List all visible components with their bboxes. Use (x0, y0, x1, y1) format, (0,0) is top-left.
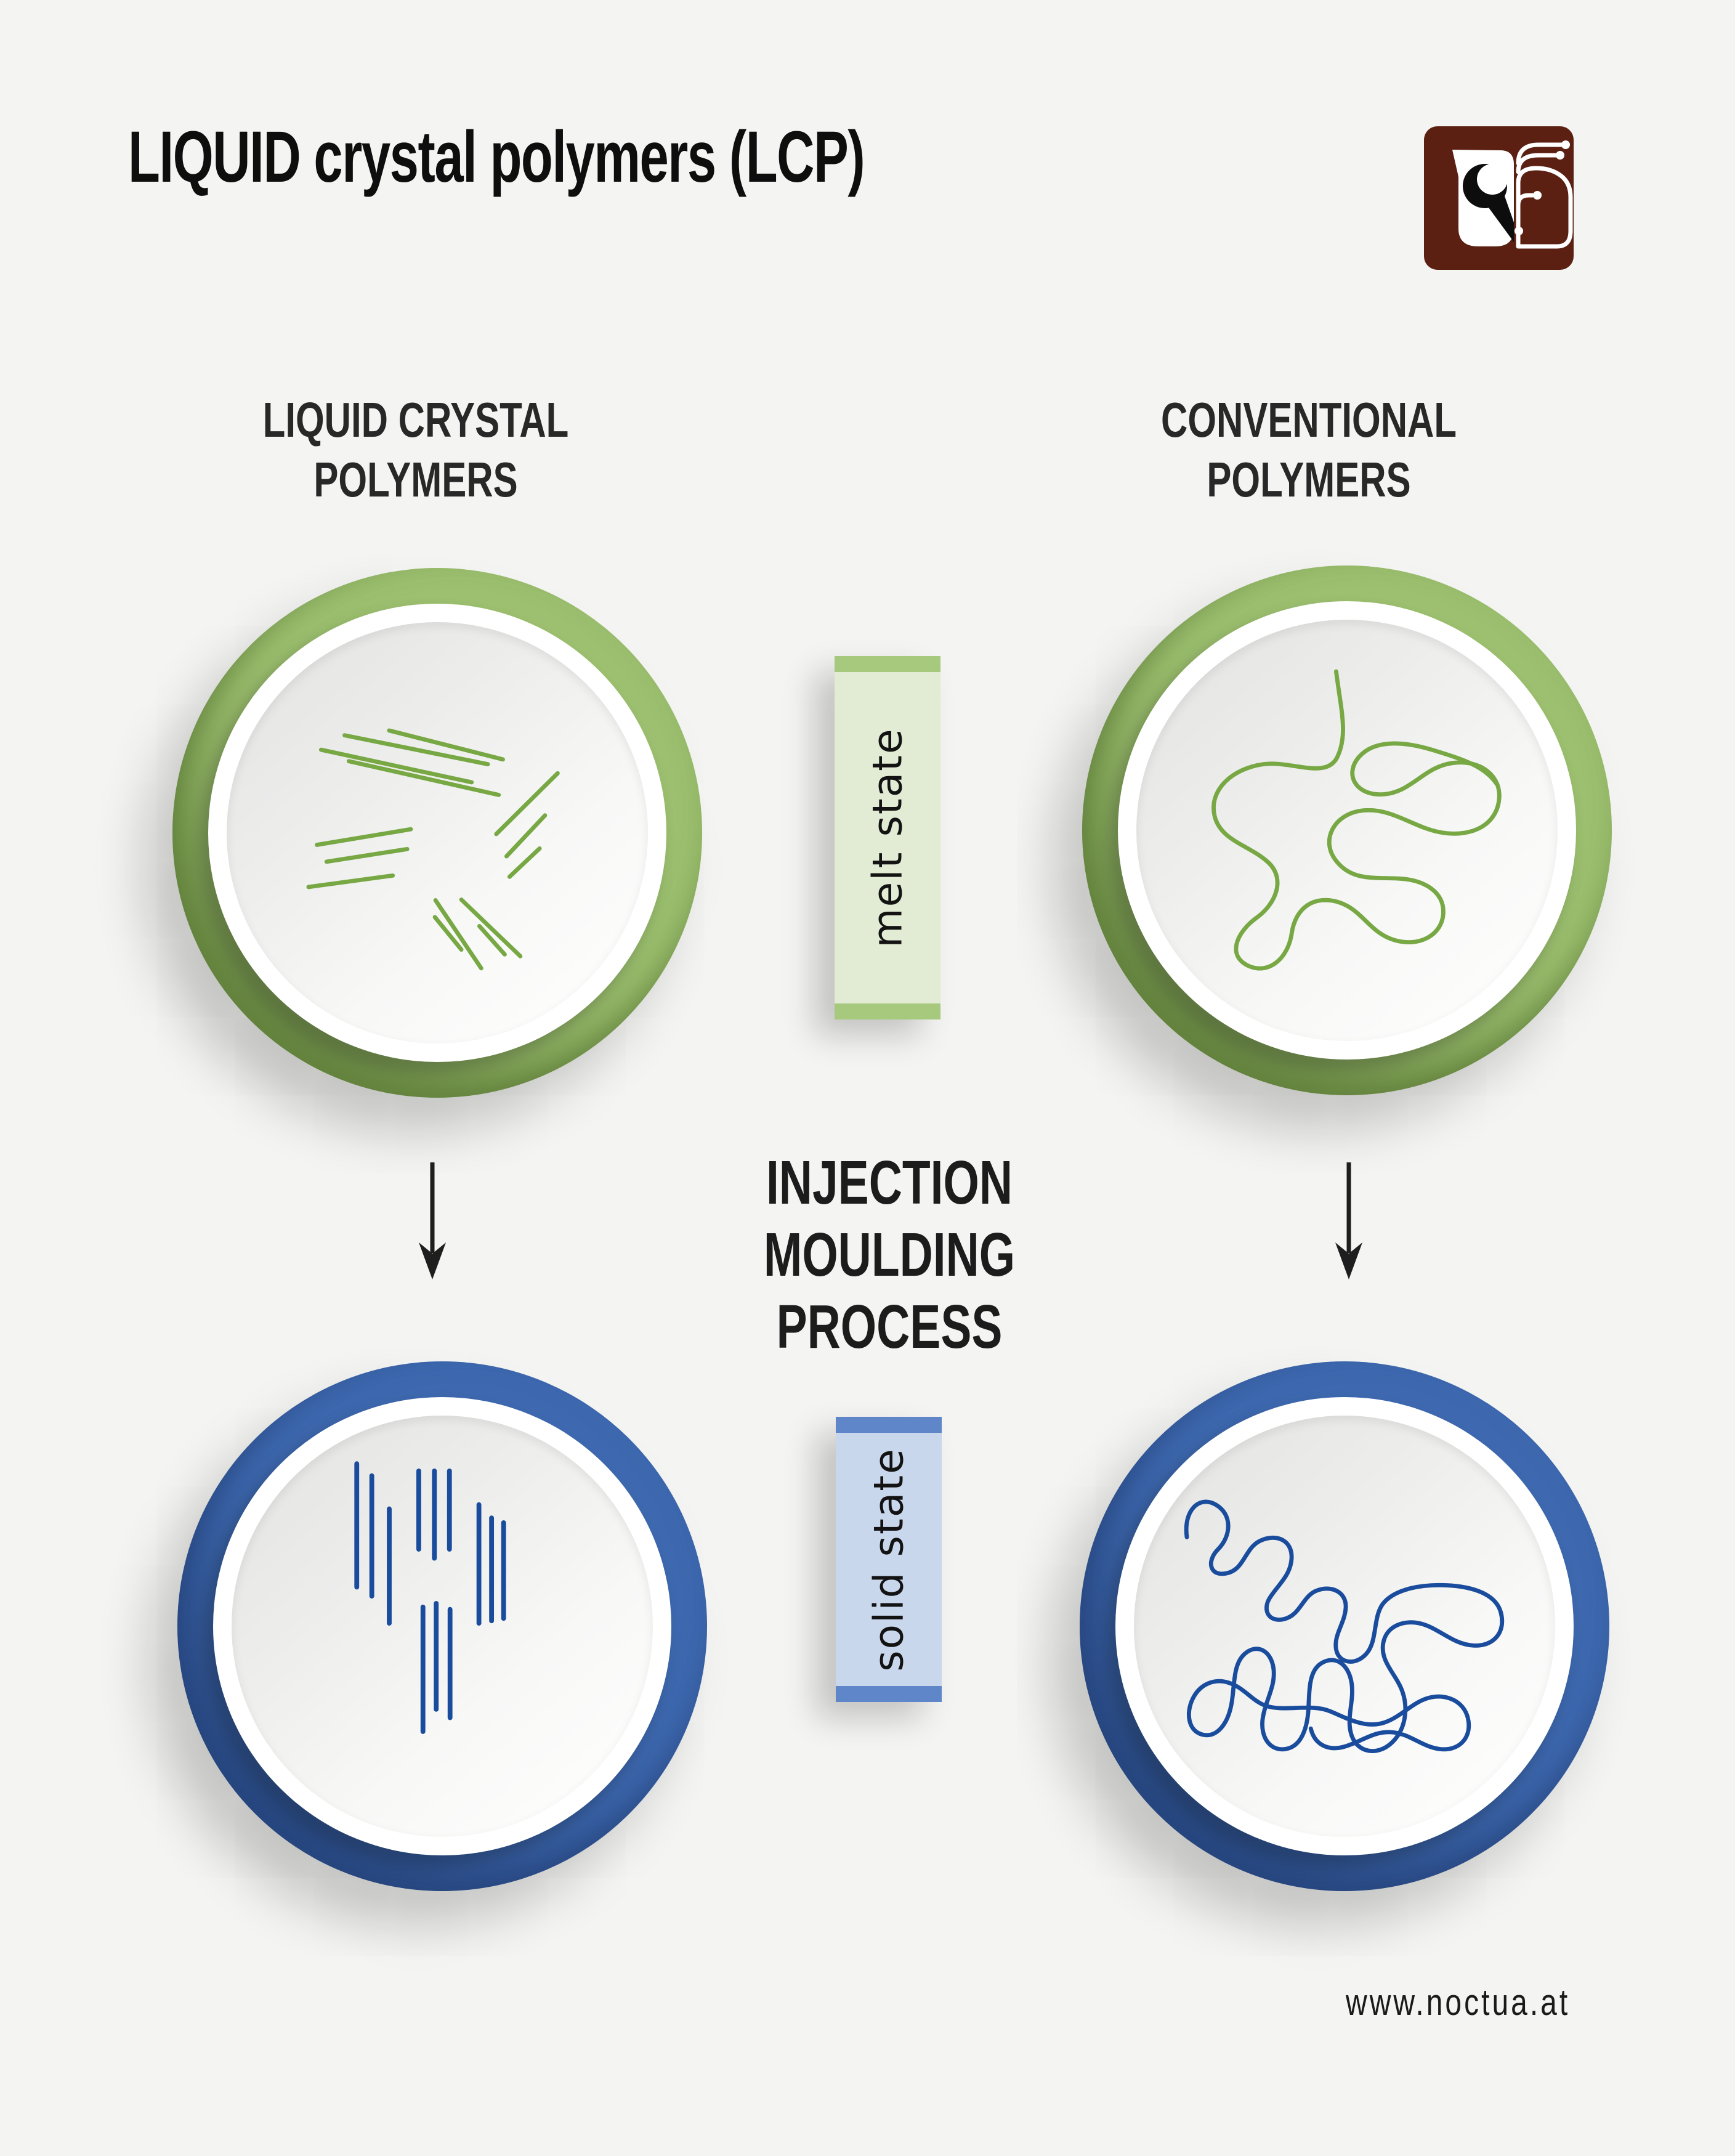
melt-state-label: melt state (835, 656, 940, 1019)
melt-cap-top (835, 656, 940, 672)
circle-plate (1118, 601, 1576, 1060)
heading-left-line1: LIQUID CRYSTAL (262, 392, 569, 447)
melt-cap-bottom (835, 1003, 940, 1019)
book-circuit-lines (1516, 142, 1573, 249)
circuit-dots (1515, 140, 1570, 235)
owl-eye-inner (1477, 164, 1508, 195)
heading-liquid-crystal-polymers: LIQUID CRYSTAL POLYMERS (231, 391, 601, 510)
circle-lcp-melt (172, 568, 702, 1098)
heading-right-line1: CONVENTIONAL (1161, 392, 1457, 447)
process-line2: PROCESS (776, 1292, 1003, 1361)
noctua-logo (1424, 126, 1574, 270)
heading-left-line2: POLYMERS (313, 452, 518, 507)
heading-conventional-polymers: CONVENTIONAL POLYMERS (1124, 391, 1494, 510)
random-coil-molecule-icon (1211, 669, 1502, 971)
footer-link[interactable]: www.noctua.at (1345, 1982, 1570, 2023)
arrow-down-right-icon (1335, 1162, 1362, 1279)
solid-cap-bottom (836, 1686, 942, 1702)
melt-state-text: melt state (863, 727, 912, 948)
circle-face (232, 1416, 653, 1837)
owl-wing-stripe (1487, 191, 1514, 242)
aligned-rod-molecules-icon (306, 728, 560, 971)
circle-lcp-solid (177, 1361, 707, 1891)
solid-state-label: solid state (836, 1417, 942, 1702)
circle-plate (208, 604, 666, 1062)
random-coil-molecule-dense-icon (1184, 1499, 1505, 1754)
circle-face (227, 622, 648, 1044)
circle-plate (213, 1397, 671, 1855)
circle-face (1136, 620, 1558, 1041)
circle-plate (1115, 1397, 1574, 1855)
noctua-owl-icon (1452, 140, 1573, 249)
solid-state-text: solid state (865, 1447, 913, 1672)
process-line1: INJECTION MOULDING (763, 1148, 1016, 1289)
circle-conventional-melt (1082, 565, 1612, 1095)
heading-right-line2: POLYMERS (1207, 452, 1411, 507)
circle-conventional-solid (1080, 1361, 1609, 1891)
process-caption: INJECTION MOULDING PROCESS (658, 1147, 1120, 1363)
page-title: LIQUID crystal polymers (LCP) (128, 116, 865, 198)
aligned-vertical-rod-molecules-icon (354, 1461, 506, 1734)
arrow-down-left-icon (419, 1162, 446, 1279)
circle-face (1134, 1416, 1555, 1837)
solid-cap-top (836, 1417, 942, 1433)
